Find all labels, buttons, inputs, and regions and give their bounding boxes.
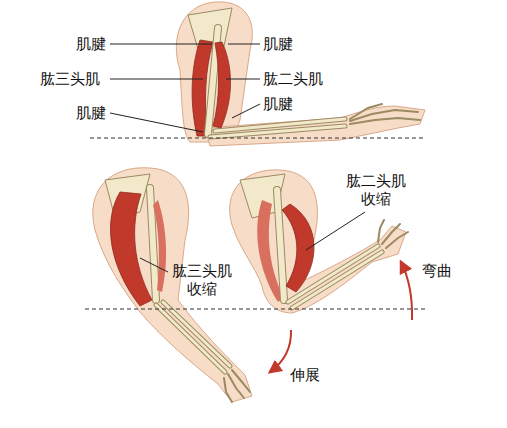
leader-lines (110, 44, 260, 132)
biceps-relaxed (153, 200, 166, 292)
extension-arrow (270, 330, 291, 372)
thumb-bone (224, 378, 232, 402)
radius-bone (215, 119, 345, 131)
radius-outline (215, 119, 345, 131)
reference-line (90, 137, 425, 138)
part-label: 伸展 (290, 366, 330, 384)
forearm-bone-outline (163, 302, 230, 366)
leader-line (110, 44, 212, 45)
part-label: 肱三头肌 收缩 (166, 262, 238, 298)
part-label: 肱二头肌 收缩 (340, 172, 412, 208)
leader-line (110, 113, 203, 132)
reference-line (85, 308, 425, 309)
leader-line (226, 79, 260, 80)
biceps-muscle (213, 42, 231, 128)
forearm-bone (156, 305, 225, 372)
finger-bone (228, 374, 244, 398)
part-label: 肱三头肌 (40, 70, 110, 88)
leader-line (228, 44, 260, 45)
part-label: 肌腱 (76, 104, 116, 122)
forearm-bone-outline (292, 252, 382, 308)
thumb-bone (350, 104, 382, 119)
leader-line (306, 212, 365, 250)
hand-bones (378, 220, 408, 248)
thumb-bone (378, 220, 384, 242)
part-label: 弯曲 (422, 262, 462, 280)
hand-bones (224, 370, 250, 402)
leader-line (140, 258, 168, 272)
humerus-bone (277, 190, 284, 300)
humerus-outline (277, 190, 284, 300)
finger-bone (350, 118, 420, 124)
forearm-bone (292, 252, 382, 308)
part-label: 肌腱 (263, 35, 303, 53)
arm-skin (93, 168, 252, 402)
finger-bone (386, 232, 408, 248)
leader-line (110, 79, 203, 80)
part-label: 肱二头肌 (263, 70, 333, 88)
flexion-arrow (401, 262, 412, 320)
finger-bone (232, 370, 250, 392)
forearm-bone-outline (288, 246, 378, 302)
triceps-contracted (110, 192, 152, 306)
forearm-bone-outline (156, 305, 225, 372)
forearm-bone (163, 302, 230, 366)
finger-bone (382, 224, 400, 244)
forearm-skin (205, 106, 425, 146)
leader-line (232, 104, 260, 118)
forearm-bone (288, 246, 378, 302)
upper-arm-skin (176, 2, 252, 142)
part-label: 肌腱 (263, 95, 303, 113)
hand-bones (350, 104, 420, 124)
part-label: 肌腱 (76, 35, 116, 53)
